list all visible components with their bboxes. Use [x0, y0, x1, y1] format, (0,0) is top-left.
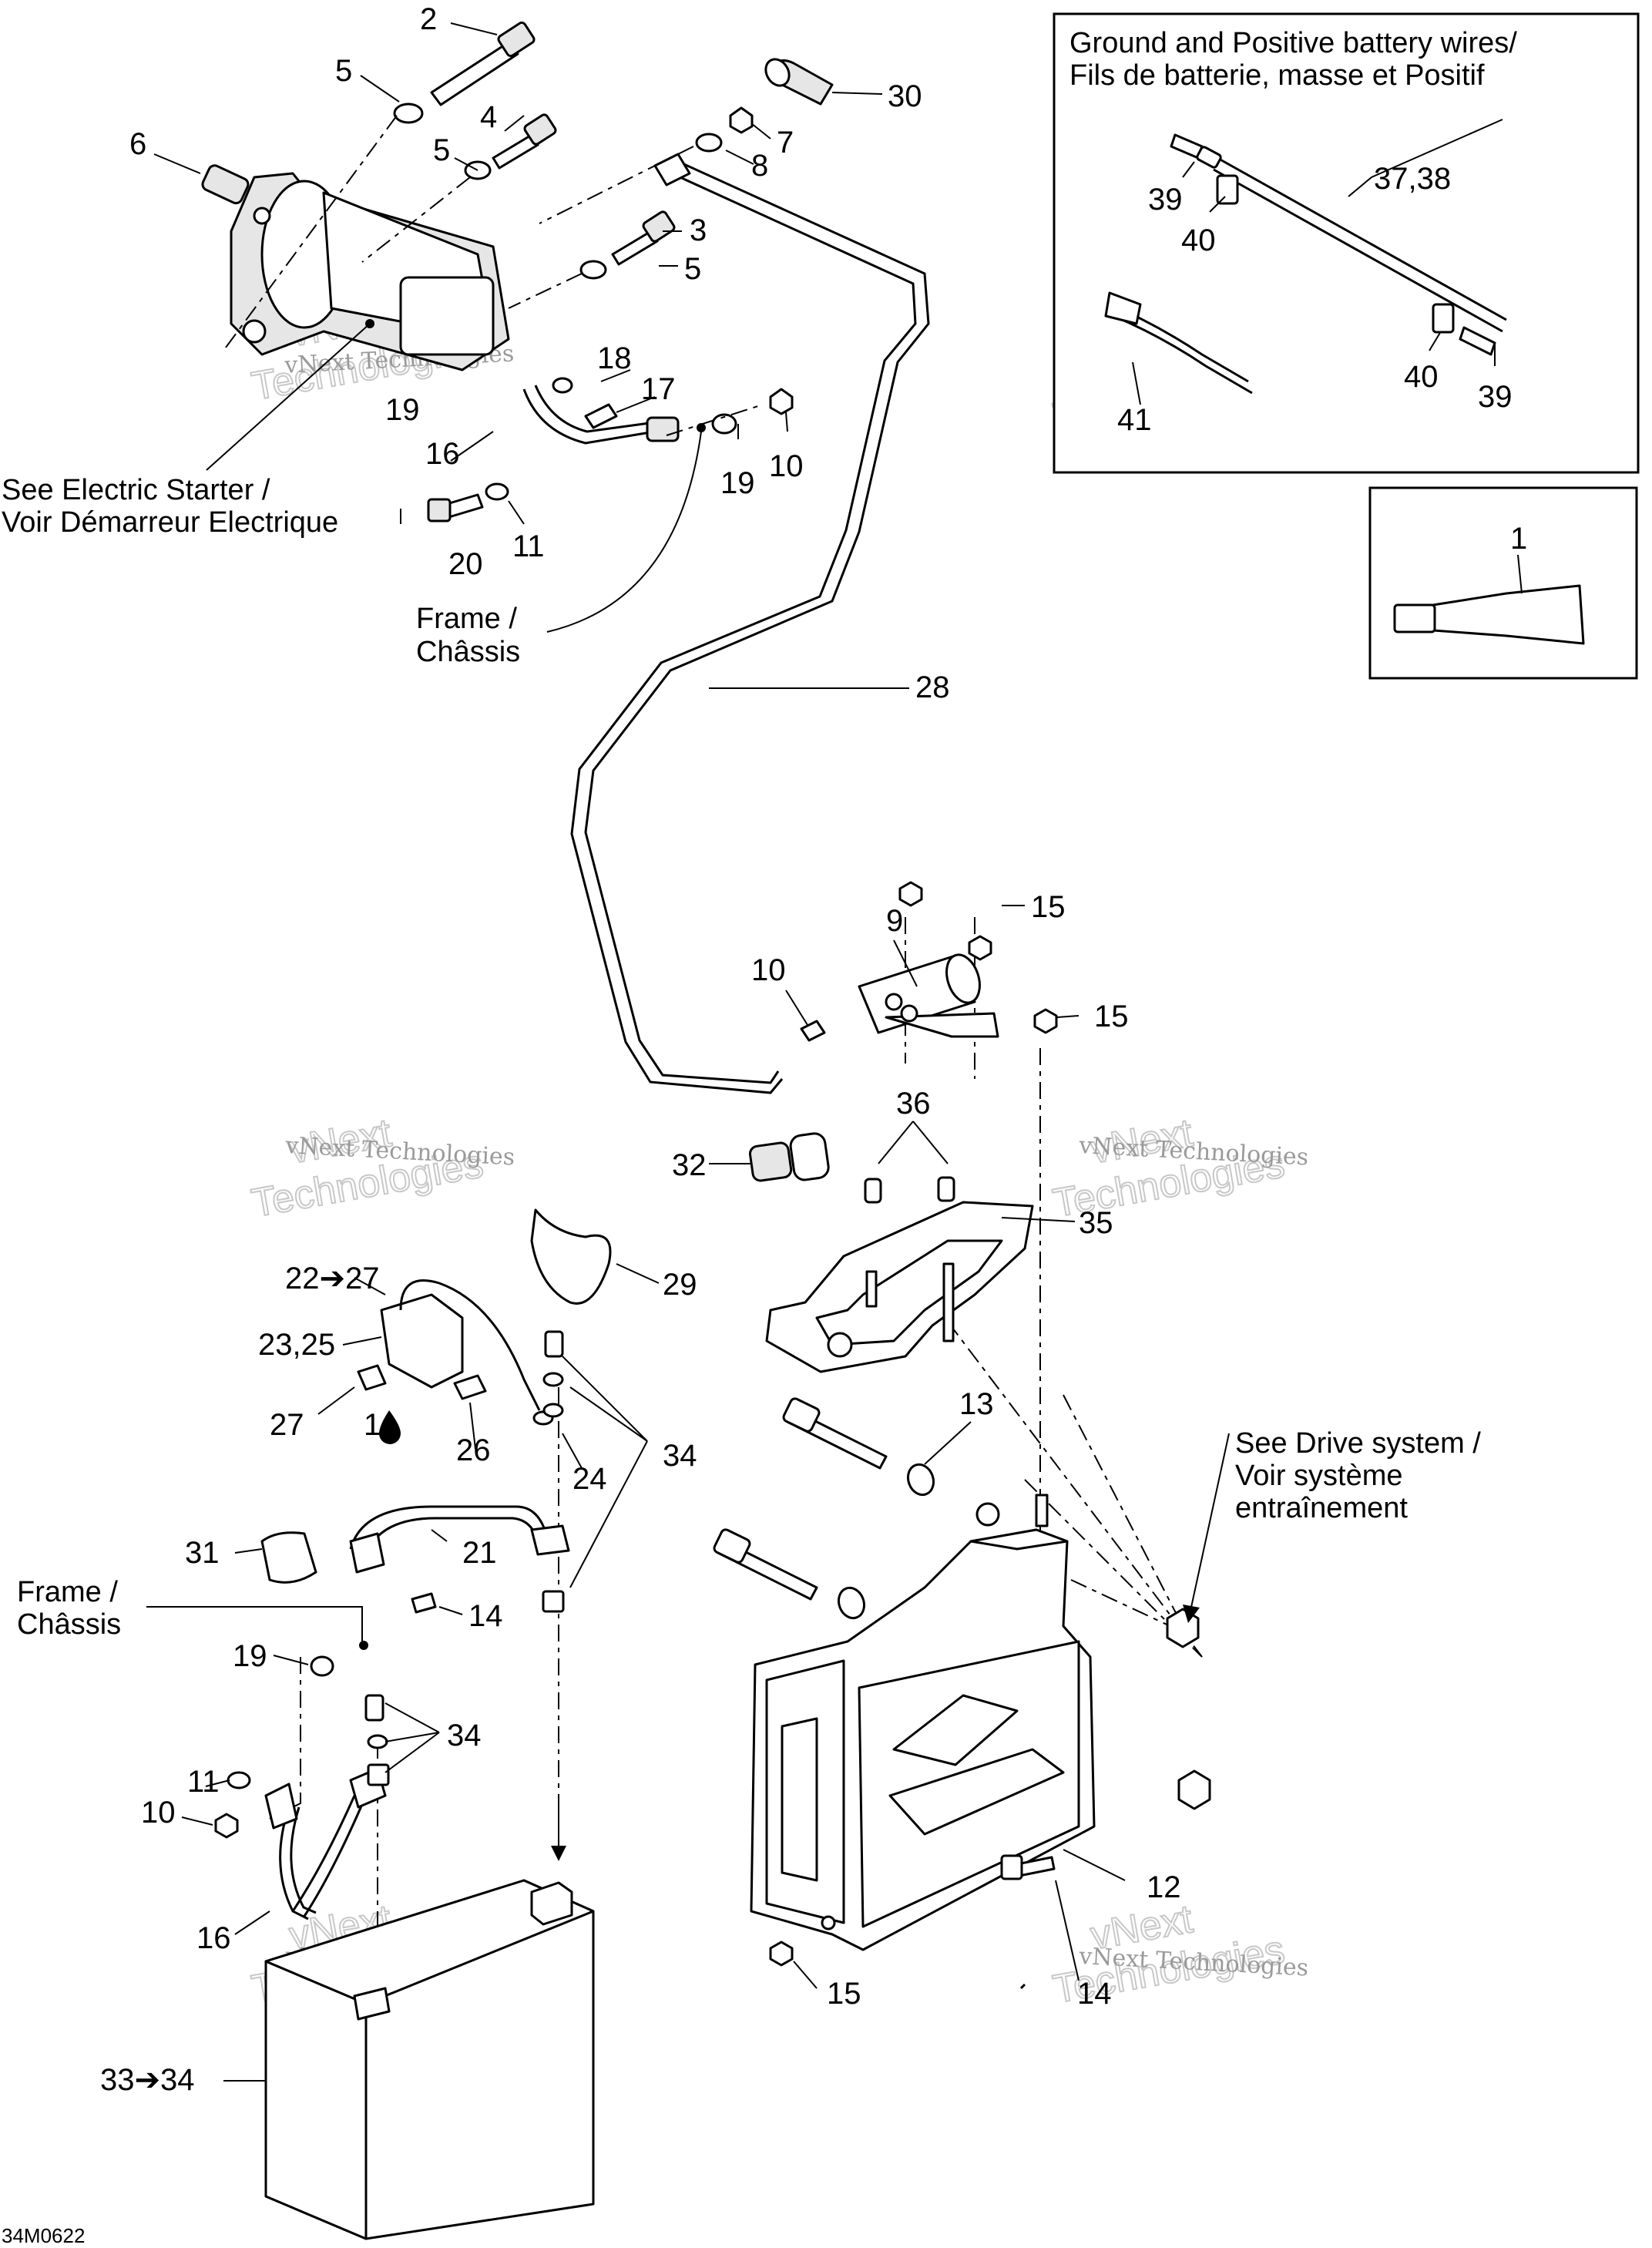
callout-19: 19: [385, 393, 420, 427]
callout-41: 41: [1117, 403, 1152, 437]
note-frame-fr: Châssis: [416, 636, 520, 668]
callout-29: 29: [663, 1268, 697, 1302]
callout-33-34: 33➔34: [100, 2063, 195, 2097]
starter-motor: [201, 164, 510, 371]
note-drive-1: See Drive system /: [1235, 1427, 1481, 1460]
callout-15: 15: [827, 1977, 861, 2011]
note-drive-3: entraînement: [1235, 1492, 1408, 1524]
cables-lower: [214, 1208, 1026, 1990]
figure-code: 34M0622: [2, 2224, 85, 2247]
callout-5: 5: [684, 252, 701, 286]
note-frame-en: Frame /: [17, 1576, 118, 1608]
callout-11: 11: [187, 1765, 220, 1799]
callout-16: 16: [425, 437, 460, 471]
callout-39: 39: [1148, 183, 1183, 217]
callout-7: 7: [777, 126, 794, 160]
callout-6: 6: [129, 127, 146, 161]
cable-28: [570, 153, 930, 1094]
battery-tray-12: [750, 1494, 1096, 1951]
callout-18: 18: [597, 341, 632, 375]
callout-11: 11: [512, 529, 545, 563]
callout-24: 24: [572, 1462, 607, 1496]
callout-19: 19: [233, 1639, 267, 1673]
callout-5: 5: [433, 133, 450, 167]
note-starter-fr: Voir Démarreur Electrique: [2, 506, 338, 539]
inset-title-en: Ground and Positive battery wires/: [1069, 27, 1517, 59]
callout-34: 34: [447, 1719, 482, 1752]
callout-10: 10: [769, 449, 804, 483]
callout-12: 12: [1147, 1870, 1181, 1904]
tray-bolts: [713, 1397, 1211, 1967]
callouts: 2 5 4 5 6 3 5 30 7 8 18 17 19 16 19 10 2…: [100, 2, 1527, 2097]
callout-27: 27: [270, 1408, 304, 1442]
callout-21: 21: [462, 1536, 497, 1570]
bracket-35: [765, 1201, 1034, 1373]
callout-32: 32: [672, 1148, 707, 1182]
hardware-top: [393, 21, 834, 523]
callout-5: 5: [335, 54, 352, 88]
callout-36: 36: [896, 1087, 931, 1121]
callout-40: 40: [1404, 360, 1439, 394]
callout-40: 40: [1181, 223, 1216, 257]
callout-39: 39: [1478, 380, 1513, 414]
notes: See Electric Starter / Voir Démarreur El…: [2, 474, 1481, 1641]
callout-8: 8: [751, 149, 768, 183]
callout-20: 20: [448, 547, 483, 581]
callout-28: 28: [915, 670, 950, 704]
callout-31: 31: [185, 1536, 220, 1570]
callout-15: 15: [1094, 1000, 1129, 1033]
arrows: [551, 1433, 1230, 1861]
callout-13: 13: [959, 1387, 994, 1421]
inset-tube: [1368, 486, 1638, 680]
callout-10: 10: [751, 953, 786, 987]
drop-icon: [379, 1410, 401, 1444]
callout-37-38: 37,38: [1374, 162, 1451, 196]
callout-3: 3: [690, 213, 707, 247]
callout-14: 14: [1077, 1977, 1112, 2011]
inset-battery-wires: Ground and Positive battery wires/ Fils …: [1053, 12, 1640, 474]
solenoid: [800, 881, 1058, 1042]
leader-lines: [146, 22, 1523, 2082]
callout-23-25: 23,25: [258, 1328, 335, 1362]
battery-33: [264, 1879, 595, 2240]
callout-16: 16: [196, 1921, 231, 1955]
callout-10: 10: [141, 1796, 176, 1830]
note-frame-en: Frame /: [416, 603, 517, 635]
callout-1: 1: [1510, 522, 1527, 556]
callout-2: 2: [420, 2, 437, 36]
callout-35: 35: [1079, 1206, 1113, 1240]
inset-title-fr: Fils de batterie, masse et Positif: [1069, 59, 1485, 92]
note-drive-2: Voir système: [1235, 1460, 1403, 1492]
callout-17: 17: [641, 372, 676, 406]
parts-32-36: [748, 1132, 955, 1204]
callout-34: 34: [663, 1439, 697, 1473]
callout-22-27: 22➔27: [285, 1262, 380, 1295]
callout-19: 19: [720, 466, 755, 500]
callout-26: 26: [456, 1433, 491, 1467]
callout-14: 14: [468, 1599, 503, 1633]
note-starter-en: See Electric Starter /: [2, 474, 270, 506]
callout-1-drop: 1: [364, 1408, 381, 1442]
callout-9: 9: [886, 904, 903, 938]
callout-4: 4: [480, 100, 497, 134]
callout-15: 15: [1031, 890, 1066, 924]
note-frame-fr: Châssis: [17, 1608, 121, 1641]
callout-30: 30: [888, 79, 922, 113]
